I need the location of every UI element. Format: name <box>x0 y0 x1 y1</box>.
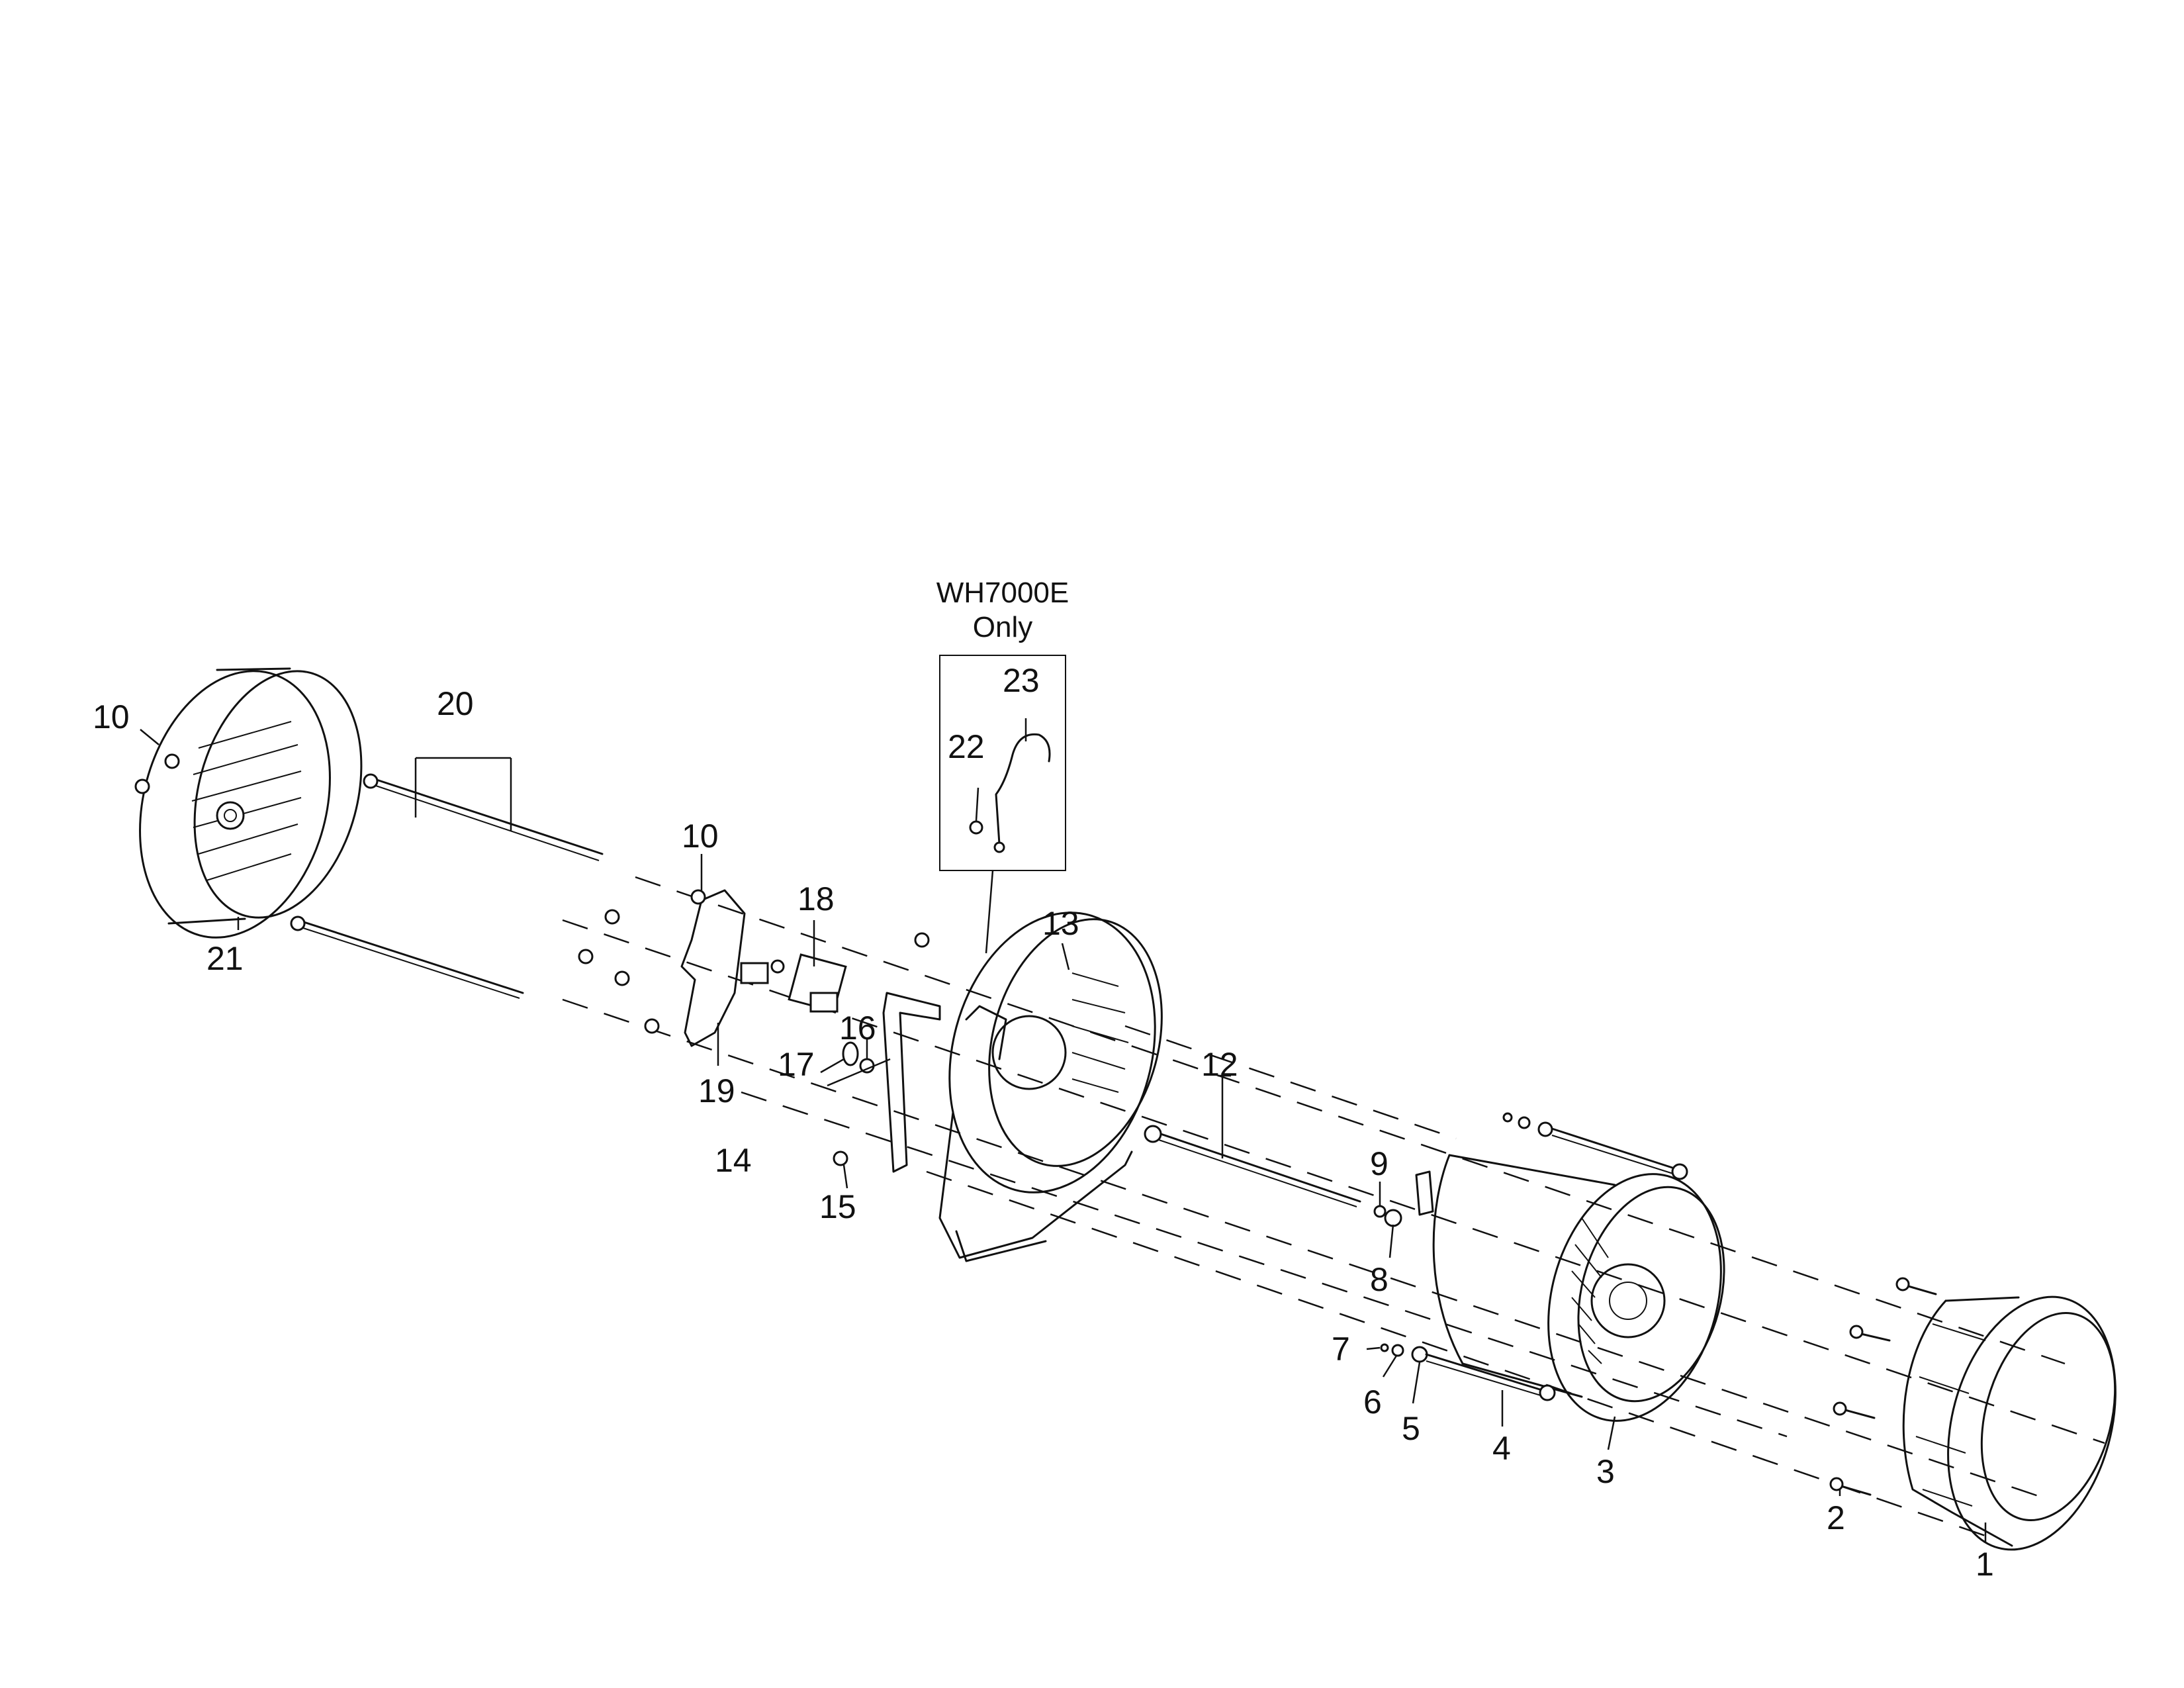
washers-rotor <box>1373 1205 1402 1227</box>
callout-3: 3 <box>1596 1453 1615 1490</box>
callout-7: 7 <box>1332 1331 1350 1368</box>
callout-21: 21 <box>206 940 244 977</box>
note-line-1: WH7000E <box>936 577 1069 609</box>
stator-rotor-assembly <box>1415 1154 1725 1422</box>
callout-17: 17 <box>778 1046 815 1083</box>
rear-grille-cover <box>139 667 363 939</box>
callout-19: 19 <box>698 1072 735 1109</box>
upper-stator-bolt <box>1502 1112 1688 1180</box>
callout-13: 13 <box>1042 905 1079 942</box>
note-line-2: Only <box>973 611 1032 643</box>
leader-lines <box>140 718 1987 1542</box>
brush-holder-cover <box>680 889 769 1047</box>
assembly-axis-lines <box>562 876 2105 1537</box>
washers-left <box>842 1041 875 1074</box>
callout-9: 9 <box>1370 1145 1388 1182</box>
front-housing <box>1902 1295 2116 1551</box>
callout-2: 2 <box>1827 1499 1845 1536</box>
callout-23: 23 <box>1003 662 1040 699</box>
callout-10-right: 10 <box>682 818 719 855</box>
callouts: 10 20 21 10 18 19 17 16 14 15 13 12 22 2… <box>93 662 1994 1583</box>
callout-12: 12 <box>1201 1046 1238 1083</box>
front-end-housing <box>938 912 1163 1262</box>
callout-4: 4 <box>1492 1430 1511 1467</box>
callout-14: 14 <box>715 1142 752 1179</box>
wh7000e-kit <box>939 655 1066 871</box>
callout-1: 1 <box>1976 1546 1994 1583</box>
screws-cover <box>134 753 180 794</box>
callout-20: 20 <box>437 685 474 722</box>
brush-assembly <box>788 953 847 1013</box>
callout-18: 18 <box>797 880 835 917</box>
callout-8: 8 <box>1370 1261 1388 1298</box>
lower-stator-bolt <box>1380 1343 1556 1401</box>
callout-6: 6 <box>1363 1383 1382 1421</box>
housing-screws <box>1829 1277 1937 1496</box>
callout-15: 15 <box>819 1188 856 1225</box>
rotor-bolt <box>1144 1125 1361 1207</box>
callout-22: 22 <box>948 728 985 765</box>
small-screws <box>578 889 785 1034</box>
mounting-bracket <box>833 932 941 1173</box>
wh7000e-note: WH7000E Only <box>936 577 1069 643</box>
callout-16: 16 <box>839 1009 876 1047</box>
callout-10-left: 10 <box>93 698 130 735</box>
callout-5: 5 <box>1402 1410 1420 1447</box>
long-bolts <box>290 773 604 999</box>
